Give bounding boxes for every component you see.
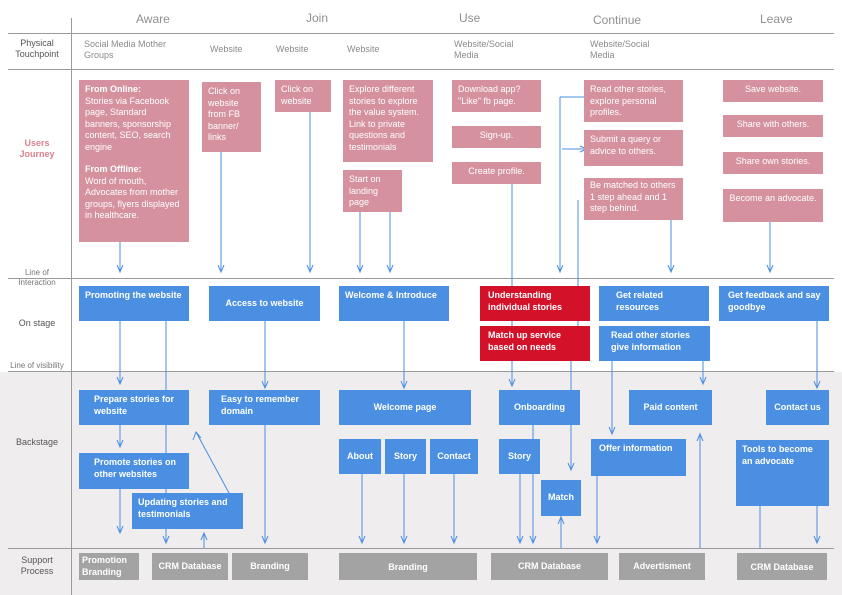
phase-continue: Continue: [593, 13, 642, 27]
support-branding-2: Branding: [339, 553, 477, 580]
journey-be-matched: Be matched to others 1 step ahead and 1 …: [584, 178, 683, 220]
journey-share-own: Share own stories.: [723, 152, 823, 174]
backstage-updating: Updating stories and testimonials: [132, 493, 243, 529]
backstage-onboarding: Onboarding: [499, 390, 580, 425]
touchpoint-web-social-2: Website/Social Media: [590, 39, 650, 60]
backstage-promote-other: Promote stories on other websites: [79, 453, 189, 489]
journey-signup: Sign-up.: [452, 126, 541, 148]
phase-join: Join: [306, 11, 329, 25]
backstage-paid: Paid content: [629, 390, 712, 425]
phase-aware: Aware: [136, 12, 170, 26]
touchpoint-web-social-1: Website/Social Media: [454, 39, 514, 60]
phase-divider: [8, 33, 834, 34]
journey-click-fb: Click on website from FB banner/ links: [202, 82, 261, 152]
journey-explore: Explore different stories to explore the…: [343, 80, 433, 162]
support-crm-2: CRM Database: [491, 553, 608, 580]
onstage-matchup: Match up service based on needs: [480, 326, 590, 361]
backstage-contact: Contact: [430, 439, 478, 474]
backstage-welcome-page: Welcome page: [339, 390, 471, 425]
row-label-physical: Physical Touchpoint: [15, 38, 59, 59]
journey-offline-title: From Offline:: [85, 164, 142, 174]
journey-online-text: Stories via Facebook page, Standard bann…: [85, 95, 172, 152]
row-label-support: Support Process: [20, 555, 54, 576]
phase-leave: Leave: [760, 12, 793, 26]
row-label-line-interaction: Line of Interaction: [18, 268, 56, 287]
phase-use: Use: [459, 11, 481, 25]
backstage-prepare: Prepare stories for website: [79, 390, 189, 425]
onstage-welcome: Welcome & Introduce: [339, 286, 449, 321]
journey-download: Download app? "Like" fb page.: [452, 80, 541, 112]
journey-share-others: Share with others.: [723, 115, 823, 137]
journey-online-title: From Online:: [85, 84, 141, 94]
journey-click-website: Click on website: [275, 80, 331, 112]
journey-aware-sources: From Online: Stories via Facebook page, …: [79, 80, 189, 242]
touchpoint-social: Social Media Mother Groups: [84, 39, 167, 60]
journey-read-other: Read other stories, explore personal pro…: [584, 80, 683, 122]
onstage-read-info: Read other stories give information: [599, 326, 710, 361]
touchpoint-website-2: Website: [276, 44, 309, 54]
backstage-tools: Tools to become an advocate: [736, 440, 829, 506]
row-label-onstage: On stage: [18, 318, 56, 328]
onstage-related: Get related resources: [599, 286, 709, 321]
backstage-easy-domain: Easy to remember domain: [209, 390, 320, 425]
support-branding-1: Branding: [232, 553, 308, 580]
touchpoint-website-1: Website: [210, 44, 243, 54]
journey-start-landing: Start on landing page: [343, 170, 402, 212]
row-label-backstage: Backstage: [15, 437, 59, 447]
onstage-feedback: Get feedback and say goodbye: [719, 286, 829, 321]
backstage-story-2: Story: [499, 439, 540, 474]
backstage-story-1: Story: [385, 439, 426, 474]
row-label-journey: Users Journey: [19, 138, 55, 159]
journey-save-website: Save website.: [723, 80, 823, 102]
journey-become-advocate: Become an advocate.: [723, 189, 823, 222]
journey-create-profile: Create profile.: [452, 162, 541, 184]
onstage-understanding: Understanding individual stories: [480, 286, 590, 321]
support-crm-3: CRM Database: [737, 553, 827, 580]
backstage-offer: Offer information: [591, 439, 686, 476]
line-of-interaction: [8, 278, 834, 279]
touchpoint-divider: [8, 69, 834, 70]
backstage-match: Match: [541, 480, 581, 516]
backstage-about: About: [339, 439, 381, 474]
row-label-line-visibility: Line of visibility: [10, 361, 64, 370]
touchpoint-website-3: Website: [347, 44, 380, 54]
header-divider: [71, 18, 72, 595]
backstage-contact-us: Contact us: [766, 390, 829, 425]
onstage-promoting: Promoting the website: [79, 286, 189, 321]
journey-submit-query: Submit a query or advice to others.: [584, 130, 683, 166]
support-promotion: Promotion Branding: [79, 553, 139, 580]
support-advertisment: Advertisment: [619, 553, 705, 580]
line-of-visibility: [8, 371, 834, 372]
onstage-access: Access to website: [209, 286, 320, 321]
support-divider: [8, 548, 834, 549]
journey-offline-text: Word of mouth, Advocates from mother gro…: [85, 175, 180, 221]
support-crm-1: CRM Database: [152, 553, 228, 580]
